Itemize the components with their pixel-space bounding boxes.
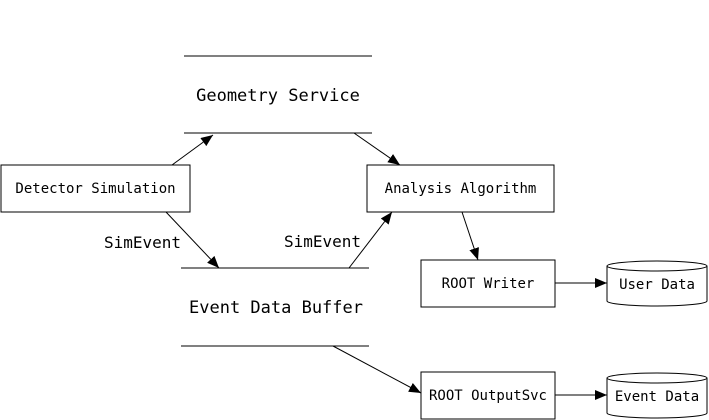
analysis-algorithm-box: [366, 164, 555, 213]
user-data-cylinder-top: [606, 260, 708, 272]
root-writer-node: ROOT Writer: [420, 259, 556, 308]
event-data-buffer-label: Event Data Buffer: [189, 298, 363, 318]
detector-simulation-label: Detector Simulation: [15, 181, 175, 197]
user-data-cylinder-body: [606, 266, 708, 307]
detector-simulation-node: Detector Simulation: [0, 164, 191, 213]
user-data-label: User Data: [619, 277, 695, 293]
event-data-cylinder: Event Data: [606, 372, 708, 419]
edge-label-simevent-left: SimEvent: [104, 233, 181, 252]
event-data-label: Event Data: [615, 389, 699, 405]
detector-simulation-box: [0, 164, 191, 213]
analysis-algorithm-label: Analysis Algorithm: [385, 181, 537, 197]
arrow-detector-to-geometry: [171, 134, 214, 166]
event-data-cylinder-body: [606, 378, 708, 419]
event-data-cylinder-top: [606, 372, 708, 384]
geometry-service-label: Geometry Service: [196, 86, 360, 106]
root-outputsvc-label: ROOT OutputSvc: [429, 388, 547, 404]
root-writer-label: ROOT Writer: [442, 276, 535, 292]
user-data-cylinder: User Data: [606, 260, 708, 307]
event-data-buffer-store: Event Data Buffer: [181, 267, 369, 347]
root-outputsvc-node: ROOT OutputSvc: [420, 371, 556, 420]
root-writer-box: [420, 259, 556, 308]
edge-label-simevent-right: SimEvent: [284, 232, 361, 251]
arrow-geometry-to-analysis: [353, 132, 401, 166]
geometry-service-store: Geometry Service: [184, 55, 372, 134]
arrow-buffer-to-outputsvc: [332, 345, 422, 394]
arrow-detector-to-buffer: [165, 211, 220, 269]
analysis-algorithm-node: Analysis Algorithm: [366, 164, 555, 213]
root-outputsvc-box: [420, 371, 556, 420]
arrow-buffer-to-analysis: [348, 211, 393, 269]
arrow-analysis-to-rootwriter: [461, 211, 479, 261]
